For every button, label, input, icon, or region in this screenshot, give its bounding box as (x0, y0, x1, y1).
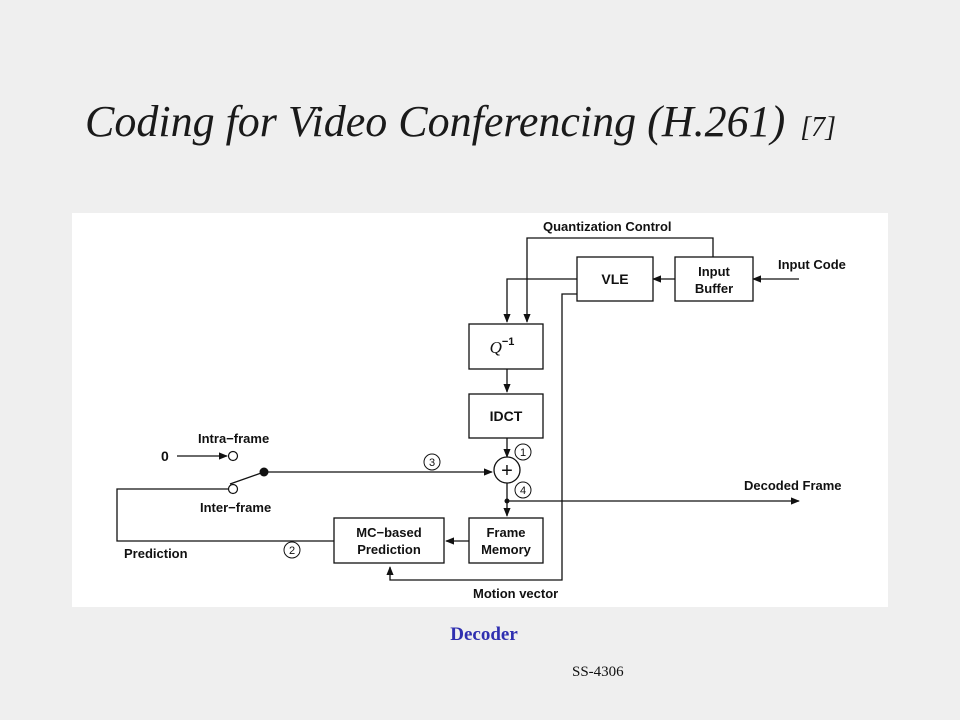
intra-frame-label: Intra−frame (198, 431, 269, 446)
title-text: Coding for Video Conferencing (H.261) (85, 97, 786, 146)
slide-footer: SS-4306 (572, 664, 624, 680)
inter-frame-label: Inter−frame (200, 500, 271, 515)
frame-memory-block: Frame Memory (468, 517, 544, 564)
marker-3-circle (423, 453, 441, 471)
vle-block: VLE (576, 256, 654, 302)
decoded-frame-junction (504, 498, 510, 504)
input-buffer-label-line2: Buffer (695, 281, 733, 296)
mc-prediction-block: MC−based Prediction (333, 517, 445, 564)
mc-prediction-label-line1: MC−based (356, 525, 421, 540)
dequantizer-label: Q−1 (490, 336, 515, 357)
title-reference: [7] (800, 112, 837, 143)
marker-4-circle (514, 481, 532, 499)
vle-label: VLE (601, 271, 628, 287)
quantization-control-line (523, 237, 714, 323)
switch-pivot (259, 467, 269, 477)
motion-vector-label: Motion vector (473, 586, 558, 601)
intra-frame-contact (227, 450, 239, 462)
input-code-label: Input Code (778, 257, 846, 272)
mc-prediction-label-line2: Prediction (357, 542, 421, 557)
zero-input-label: 0 (161, 448, 169, 464)
marker-2: 2 (289, 545, 295, 557)
marker-1-circle (514, 443, 532, 461)
marker-3: 3 (429, 457, 435, 469)
adder-node: + (493, 456, 521, 484)
dequantizer-exponent: −1 (502, 336, 515, 348)
prediction-loop-line (116, 488, 334, 542)
switch-arm (229, 471, 265, 485)
prediction-label: Prediction (124, 546, 188, 561)
frame-memory-label-line2: Memory (481, 542, 532, 557)
quantization-control-label: Quantization Control (543, 219, 672, 234)
marker-1: 1 (520, 447, 526, 459)
marker-2-circle (283, 541, 301, 559)
motion-vector-line (386, 293, 577, 581)
marker-4: 4 (520, 485, 526, 497)
idct-block: IDCT (468, 393, 544, 439)
diagram-caption: Decoder (450, 624, 518, 645)
decoder-diagram: VLE Input Buffer Q−1 IDCT + Frame Memory (72, 213, 888, 607)
vle-to-dequantizer-line (503, 278, 577, 323)
input-buffer-label-line1: Input (698, 264, 730, 279)
frame-memory-label-line1: Frame (486, 525, 525, 540)
slide-title: Coding for Video Conferencing (H.261) [7… (85, 96, 836, 147)
dequantizer-block: Q−1 (468, 323, 544, 370)
inter-frame-contact (227, 483, 239, 495)
input-buffer-block: Input Buffer (674, 256, 754, 302)
decoded-frame-label: Decoded Frame (744, 478, 842, 493)
dequantizer-symbol: Q (490, 338, 502, 357)
adder-symbol: + (501, 460, 513, 482)
idct-label: IDCT (490, 408, 523, 424)
